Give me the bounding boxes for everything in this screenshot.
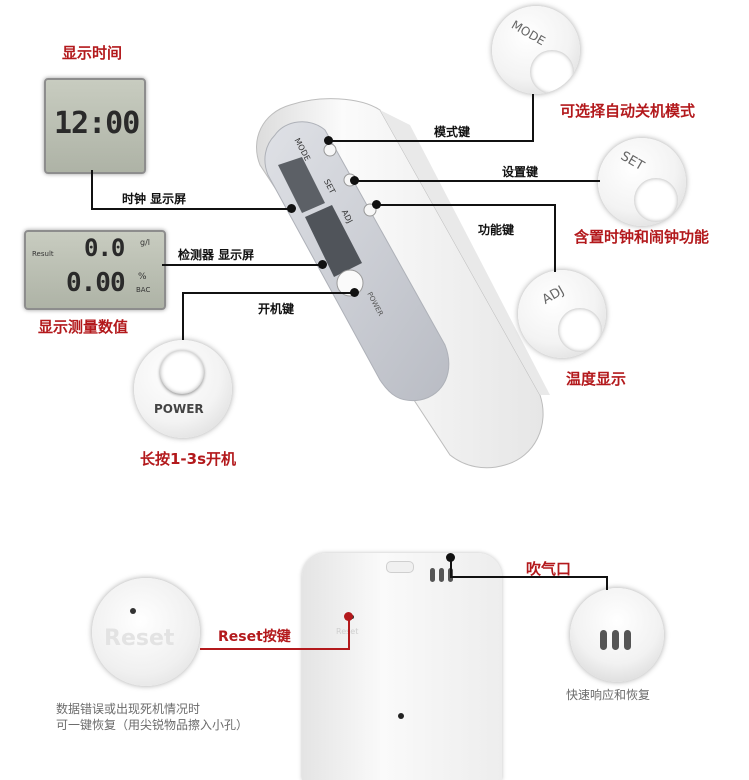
- power-button-text: POWER: [154, 402, 204, 416]
- power-button-knob: [160, 350, 204, 394]
- power-line-label: 开机键: [258, 302, 295, 316]
- lcd-unit-bac: BAC: [136, 286, 151, 294]
- blow-connector-h: [450, 576, 608, 578]
- device-screw: [398, 713, 404, 719]
- detector-line-label: 检测器 显示屏: [178, 248, 255, 262]
- set-button-text: SET: [617, 148, 647, 175]
- power-hint: 长按1-3s开机: [140, 450, 237, 468]
- breathalyzer-device: [250, 95, 550, 475]
- blow-connector-v2: [606, 576, 608, 590]
- clock-line-label: 时钟 显示屏: [122, 192, 187, 206]
- mode-connector-dot: [324, 136, 333, 145]
- mode-connector-h: [330, 140, 534, 142]
- detector-lcd: Result 0.0 g/l 0.00 % BAC: [24, 230, 166, 310]
- reset-connector-h: [200, 648, 350, 650]
- mode-button-text: MODE: [508, 17, 548, 49]
- reset-connector-v: [348, 616, 350, 650]
- clock-lcd: 12:00: [44, 78, 146, 174]
- clock-connector-dot: [287, 204, 296, 213]
- lcd-result-label: Result: [32, 250, 54, 258]
- adj-button-knob: [558, 308, 602, 352]
- power-connector-dot: [350, 288, 359, 297]
- blow-port-closeup: [570, 588, 664, 682]
- device-reset-text: Reset: [336, 627, 358, 636]
- reset-closeup-text: Reset: [104, 626, 175, 651]
- mode-button-closeup: MODE: [492, 6, 580, 94]
- blow-desc: 快速响应和恢复: [566, 688, 651, 702]
- clock-connector: [91, 170, 93, 210]
- mode-connector-v: [532, 94, 534, 140]
- clock-time: 12:00: [54, 106, 140, 141]
- adj-line-label: 功能键: [478, 223, 515, 237]
- mode-desc: 可选择自动关机模式: [560, 102, 696, 120]
- mode-line-label: 模式键: [434, 125, 471, 139]
- power-connector-v: [182, 292, 184, 340]
- lcd-value-2: 0.00: [66, 268, 126, 298]
- power-button-closeup: POWER: [134, 340, 232, 438]
- reset-desc-line2: 可一键恢复（用尖锐物品擦入小孔）: [56, 718, 249, 732]
- reset-label: Reset按键: [218, 629, 291, 645]
- detector-connector-dot: [318, 260, 327, 269]
- device-back-clip: [386, 561, 414, 573]
- lcd-unit-1: g/l: [140, 238, 150, 247]
- lcd-unit-2: %: [138, 272, 147, 282]
- set-desc: 含置时钟和闹钟功能: [574, 228, 710, 246]
- set-line-label: 设置键: [502, 165, 539, 179]
- power-connector-h: [182, 292, 354, 294]
- adj-connector-dot: [372, 200, 381, 209]
- adj-connector-h: [378, 204, 556, 206]
- set-connector-dot: [350, 176, 359, 185]
- reset-closeup: Reset: [92, 578, 200, 686]
- reset-closeup-hole: [130, 608, 136, 614]
- reset-desc-line1: 数据错误或出现死机情况时: [56, 702, 201, 716]
- detector-connector: [162, 264, 322, 266]
- set-connector-h: [356, 180, 600, 182]
- adj-button-closeup: ADJ: [518, 270, 606, 358]
- set-button-knob: [634, 178, 678, 222]
- lcd-value-1: 0.0: [84, 234, 125, 262]
- device-back: Reset: [302, 553, 502, 780]
- adj-button-text: ADJ: [539, 283, 567, 308]
- blow-connector-dot: [446, 553, 455, 562]
- mode-button-knob: [530, 50, 574, 94]
- blow-connector-v: [450, 560, 452, 578]
- blow-label: 吹气口: [526, 560, 572, 578]
- clock-connector-h: [91, 208, 291, 210]
- reset-connector-dot: [344, 612, 353, 621]
- measure-label: 显示测量数值: [38, 318, 129, 336]
- set-button-closeup: SET: [598, 138, 686, 226]
- adj-connector-v: [554, 204, 556, 272]
- display-time-label: 显示时间: [62, 44, 123, 62]
- adj-desc: 温度显示: [566, 370, 627, 388]
